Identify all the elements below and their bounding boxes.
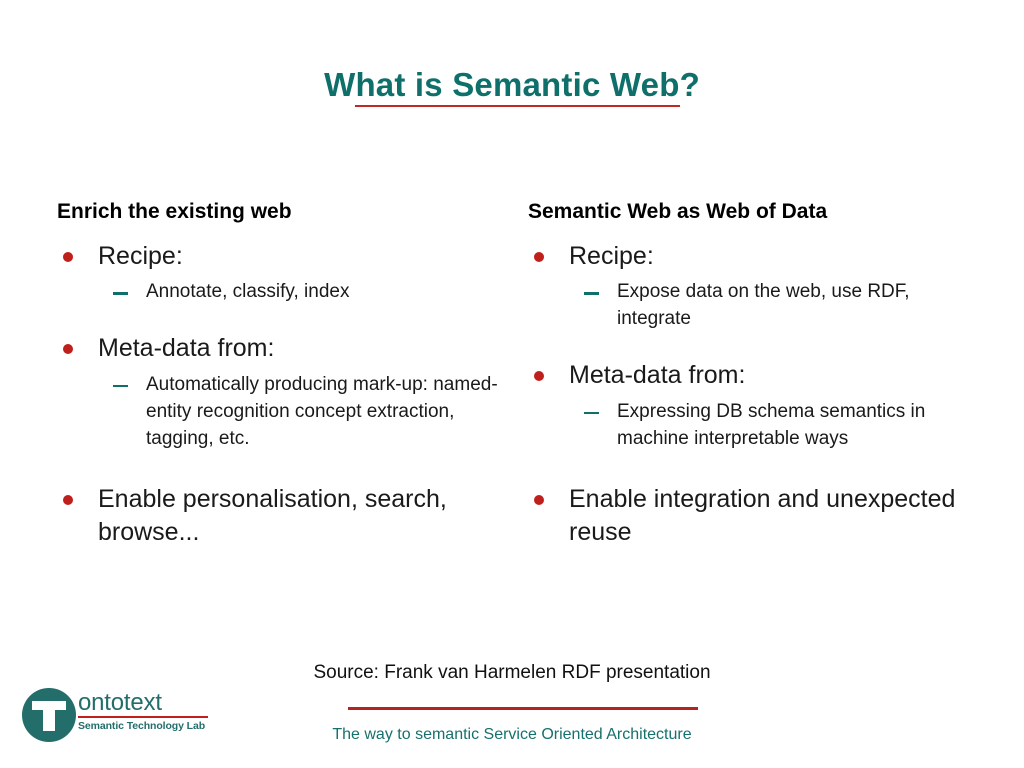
bullet-dot-icon (534, 371, 544, 382)
logo-wordmark: ontotext (78, 689, 162, 716)
bullet-item: Enable personalisation, search, browse..… (57, 483, 507, 550)
column-right: Semantic Web as Web of Data Recipe: Expo… (528, 200, 988, 555)
title-underlined-text: hat is Semantic Web (355, 66, 680, 107)
bullet-item: Enable integration and unexpected reuse (528, 483, 988, 550)
logo-subtitle: Semantic Technology Lab (78, 720, 206, 733)
sub-bullet-text: Expressing DB schema semantics in machin… (617, 400, 926, 449)
spacer (57, 467, 507, 483)
sub-bullet-item: Expressing DB schema semantics in machin… (528, 399, 988, 453)
sub-bullet-item: Automatically producing mark-up: named-e… (57, 372, 507, 453)
dash-bullet-icon (584, 292, 599, 295)
footer-divider (348, 707, 698, 710)
bullet-dot-icon (534, 494, 544, 505)
sub-bullet-item: Expose data on the web, use RDF, integra… (528, 279, 988, 333)
bullet-item: Meta-data from: (528, 359, 988, 392)
dash-bullet-icon (113, 384, 128, 388)
source-note: Source: Frank van Harmelen RDF presentat… (313, 662, 711, 683)
slide-title-container: What is Semantic Web? (0, 66, 1024, 107)
sub-bullet-text: Automatically producing mark-up: named-e… (146, 373, 498, 449)
t-stem-shape (43, 701, 55, 731)
ontotext-logo: ontotext Semantic Technology Lab (22, 684, 212, 746)
bullet-text: Recipe: (569, 242, 654, 271)
bullet-text: Enable integration and unexpected reuse (569, 484, 956, 546)
sub-bullet-text: Annotate, classify, index (146, 281, 350, 303)
title-suffix: ? (679, 66, 700, 103)
spacer (528, 347, 988, 359)
bullet-text: Meta-data from: (98, 334, 275, 363)
column-right-heading: Semantic Web as Web of Data (528, 200, 828, 223)
bullet-dot-icon (63, 252, 73, 263)
bullet-dot-icon (63, 494, 73, 505)
dash-bullet-icon (584, 411, 599, 415)
dash-bullet-icon (113, 292, 128, 295)
ontotext-t-mark-icon (22, 688, 76, 742)
logo-divider (78, 716, 208, 719)
title-prefix: W (324, 66, 356, 103)
bullet-text: Enable personalisation, search, browse..… (98, 484, 447, 546)
column-left: Enrich the existing web Recipe: Annotate… (57, 200, 507, 555)
spacer (57, 320, 507, 332)
logo-text-block: ontotext Semantic Technology Lab (78, 690, 212, 732)
bullet-text: Recipe: (98, 242, 183, 271)
sub-bullet-item: Annotate, classify, index (57, 279, 507, 306)
spacer (528, 467, 988, 483)
column-left-heading: Enrich the existing web (57, 200, 292, 223)
bullet-item: Meta-data from: (57, 332, 507, 365)
sub-bullet-text: Expose data on the web, use RDF, integra… (617, 281, 910, 330)
bullet-text: Meta-data from: (569, 361, 746, 390)
bullet-dot-icon (63, 344, 73, 355)
bullet-item: Recipe: (57, 240, 507, 273)
page-title: What is Semantic Web? (324, 66, 700, 107)
bullet-dot-icon (534, 252, 544, 263)
footer-tagline: The way to semantic Service Oriented Arc… (332, 726, 692, 743)
bullet-item: Recipe: (528, 240, 988, 273)
